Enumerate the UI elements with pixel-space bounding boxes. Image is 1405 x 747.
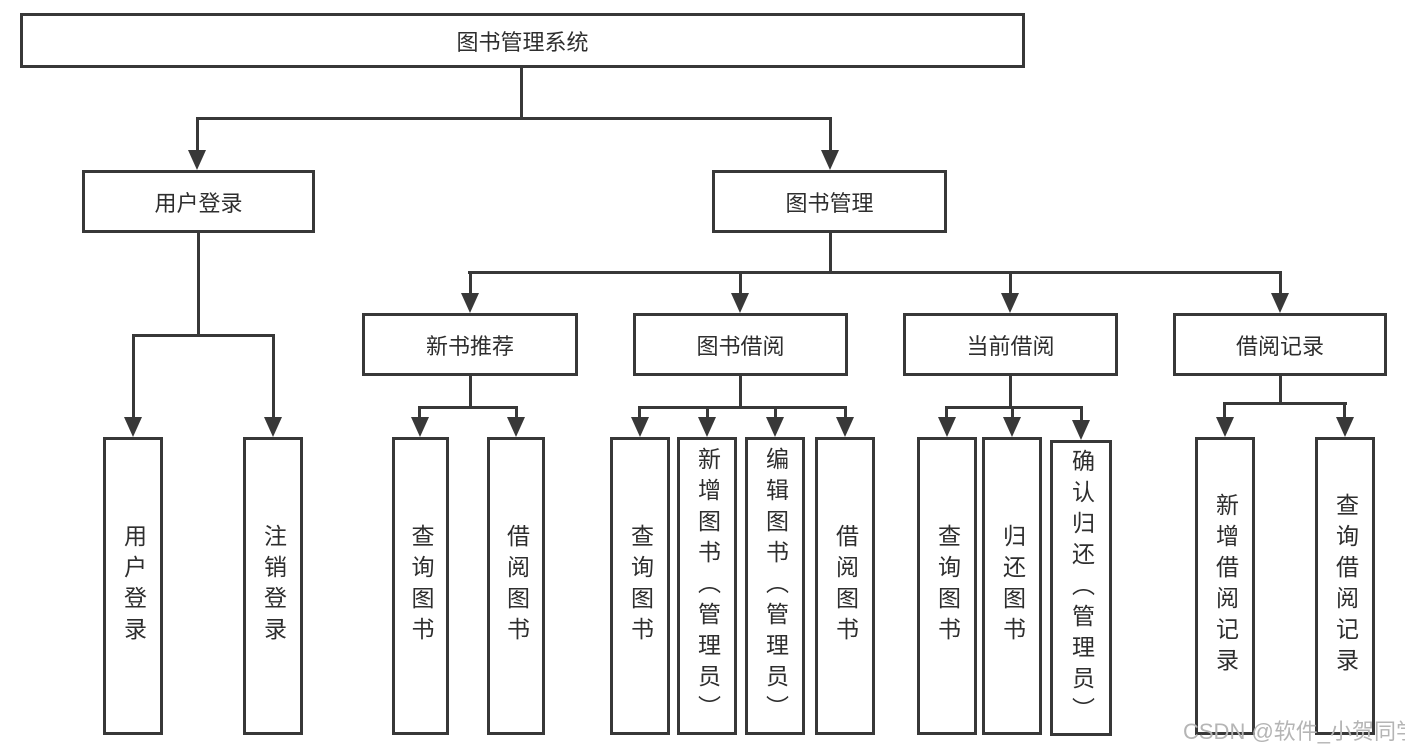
connector-line — [469, 376, 472, 408]
connector-line — [829, 233, 832, 273]
leaf-recommend-query-books: 查询图书 — [392, 437, 449, 735]
arrowhead — [507, 417, 525, 437]
connector-line — [1279, 376, 1282, 405]
connector-line — [844, 406, 847, 419]
leaf-borrow-add-books-admin-label: 新增图书（管理员） — [694, 446, 721, 726]
leaf-current-confirm-return-admin-label: 确认归还（管理员） — [1068, 448, 1095, 728]
arrowhead — [1072, 420, 1090, 440]
connector-line — [1009, 376, 1012, 408]
leaf-recommend-borrow-books: 借阅图书 — [487, 437, 545, 735]
connector-line — [197, 233, 200, 335]
arrowhead — [1336, 417, 1354, 437]
connector-line — [1343, 402, 1346, 419]
connector-line — [638, 406, 641, 419]
leaf-borrow-query-books-label: 查询图书 — [627, 524, 654, 648]
arrowhead — [938, 417, 956, 437]
arrowhead — [411, 417, 429, 437]
node-current-borrow: 当前借阅 — [903, 313, 1118, 376]
arrowhead — [1003, 417, 1021, 437]
leaf-current-query-books: 查询图书 — [917, 437, 977, 735]
leaf-borrow-edit-books-admin-label: 编辑图书（管理员） — [762, 446, 789, 726]
leaf-records-query-record: 查询借阅记录 — [1315, 437, 1375, 735]
leaf-borrow-query-books: 查询图书 — [610, 437, 670, 735]
connector-line — [1223, 402, 1226, 419]
arrowhead — [631, 417, 649, 437]
leaf-user-login: 用户登录 — [103, 437, 163, 735]
node-borrow-records: 借阅记录 — [1173, 313, 1387, 376]
leaf-borrow-borrow-books-label: 借阅图书 — [832, 524, 859, 648]
leaf-logout-label: 注销登录 — [260, 524, 287, 648]
node-book-borrow: 图书借阅 — [633, 313, 848, 376]
arrowhead — [731, 293, 749, 313]
node-book-management-label: 图书管理 — [785, 190, 874, 216]
leaf-user-login-label: 用户登录 — [120, 524, 147, 648]
arrowhead — [1001, 293, 1019, 313]
connector-line — [706, 406, 709, 419]
arrowhead — [124, 417, 142, 437]
leaf-recommend-query-books-label: 查询图书 — [408, 524, 434, 648]
connector-line — [1009, 271, 1012, 295]
leaf-borrow-edit-books-admin: 编辑图书（管理员） — [745, 437, 805, 735]
connector-line — [272, 334, 275, 419]
arrowhead — [836, 417, 854, 437]
connector-line — [739, 271, 742, 295]
arrowhead — [188, 150, 206, 170]
node-book-borrow-label: 图书借阅 — [696, 333, 785, 359]
connector-line — [132, 334, 274, 337]
watermark-text: CSDN @软件_小贺同学 — [1183, 719, 1405, 744]
leaf-current-return-books: 归还图书 — [982, 437, 1042, 735]
connector-line — [739, 376, 742, 408]
node-current-borrow-label: 当前借阅 — [966, 333, 1055, 359]
connector-line — [515, 406, 518, 419]
node-new-book-recommend: 新书推荐 — [362, 313, 578, 376]
connector-line — [1080, 406, 1083, 422]
connector-line — [1011, 406, 1014, 419]
arrowhead — [1271, 293, 1289, 313]
leaf-records-query-record-label: 查询借阅记录 — [1332, 493, 1359, 679]
leaf-current-confirm-return-admin: 确认归还（管理员） — [1050, 440, 1112, 736]
leaf-current-return-books-label: 归还图书 — [999, 524, 1026, 648]
arrowhead — [264, 417, 282, 437]
connector-line — [774, 406, 777, 419]
arrowhead — [698, 417, 716, 437]
arrowhead — [461, 293, 479, 313]
connector-line — [418, 406, 421, 419]
arrowhead — [821, 150, 839, 170]
connector-line — [1279, 271, 1282, 295]
connector-line — [638, 406, 846, 409]
connector-line — [829, 117, 832, 152]
connector-line — [468, 271, 1282, 274]
node-root: 图书管理系统 — [20, 13, 1025, 68]
node-user-login-label: 用户登录 — [154, 190, 243, 216]
connector-line — [196, 117, 832, 120]
node-borrow-records-label: 借阅记录 — [1235, 333, 1324, 359]
connector-line — [1223, 402, 1347, 405]
node-user-login: 用户登录 — [82, 170, 315, 233]
leaf-records-add-record-label: 新增借阅记录 — [1212, 493, 1239, 679]
connector-line — [196, 117, 199, 152]
connector-line — [469, 271, 472, 295]
connector-line — [945, 406, 1083, 409]
node-new-book-recommend-label: 新书推荐 — [425, 333, 514, 359]
leaf-current-query-books-label: 查询图书 — [934, 524, 961, 648]
leaf-recommend-borrow-books-label: 借阅图书 — [503, 524, 530, 648]
arrowhead — [766, 417, 784, 437]
connector-line — [132, 334, 135, 419]
connector-line — [945, 406, 948, 419]
leaf-borrow-borrow-books: 借阅图书 — [815, 437, 875, 735]
arrowhead — [1216, 417, 1234, 437]
leaf-logout: 注销登录 — [243, 437, 303, 735]
leaf-borrow-add-books-admin: 新增图书（管理员） — [677, 437, 737, 735]
node-book-management: 图书管理 — [712, 170, 947, 233]
leaf-records-add-record: 新增借阅记录 — [1195, 437, 1255, 735]
connector-line — [418, 406, 518, 409]
node-root-label: 图书管理系统 — [456, 29, 589, 55]
connector-line — [520, 68, 523, 118]
